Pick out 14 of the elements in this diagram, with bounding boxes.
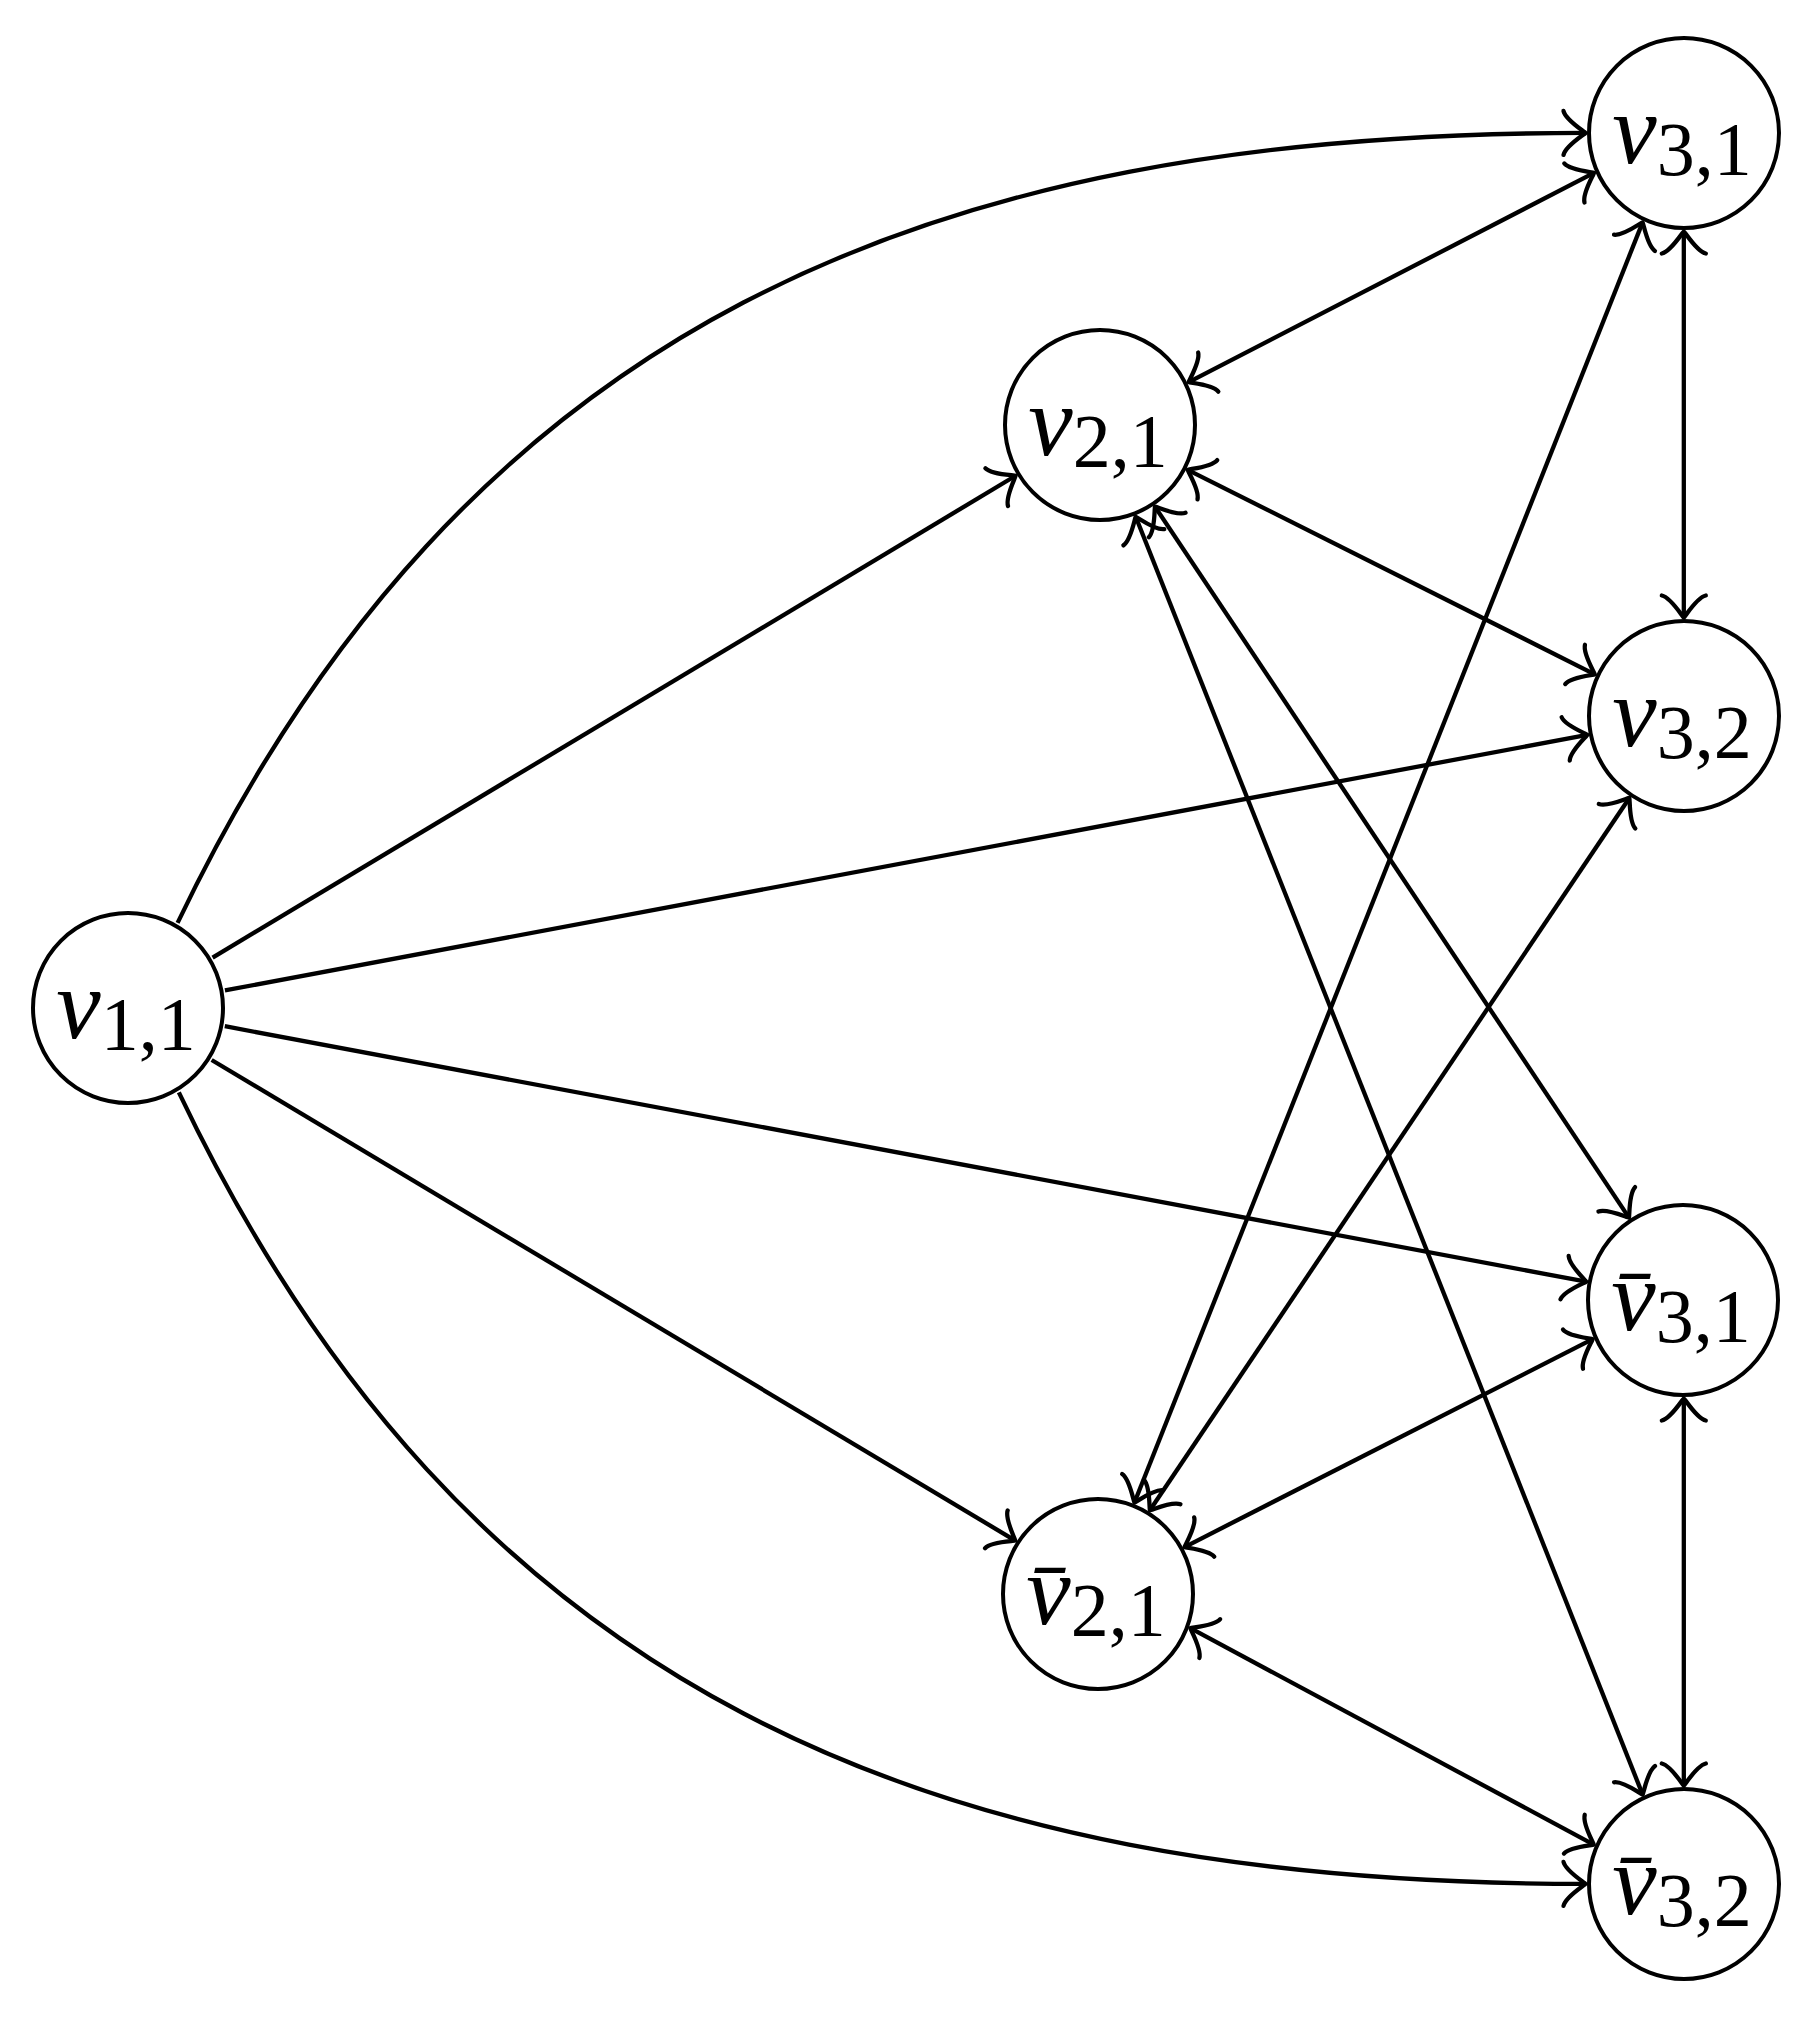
vertex-circle [1001, 1497, 1195, 1691]
vertex-label: v̄$_{3,1}$ [1610, 1240, 1752, 1361]
vertex-label: v$_{3,1}$ [1611, 73, 1753, 194]
vertex-circle [31, 911, 225, 1105]
vertex-label: v̄$_{2,1}$ [1025, 1534, 1167, 1655]
vertex-label: v$_{3,2}$ [1611, 656, 1753, 777]
vertex-label: v̄$_{3,2}$ [1611, 1824, 1753, 1945]
vertex-circle [1003, 328, 1197, 522]
vertex-label: v$_{1,1}$ [55, 948, 197, 1069]
vertex-circle [1587, 1787, 1781, 1981]
vertex-label: v$_{2,1}$ [1027, 365, 1169, 486]
vertex-circle [1587, 36, 1781, 230]
vertex-circle [1586, 1203, 1780, 1397]
vertex-circle [1587, 619, 1781, 813]
